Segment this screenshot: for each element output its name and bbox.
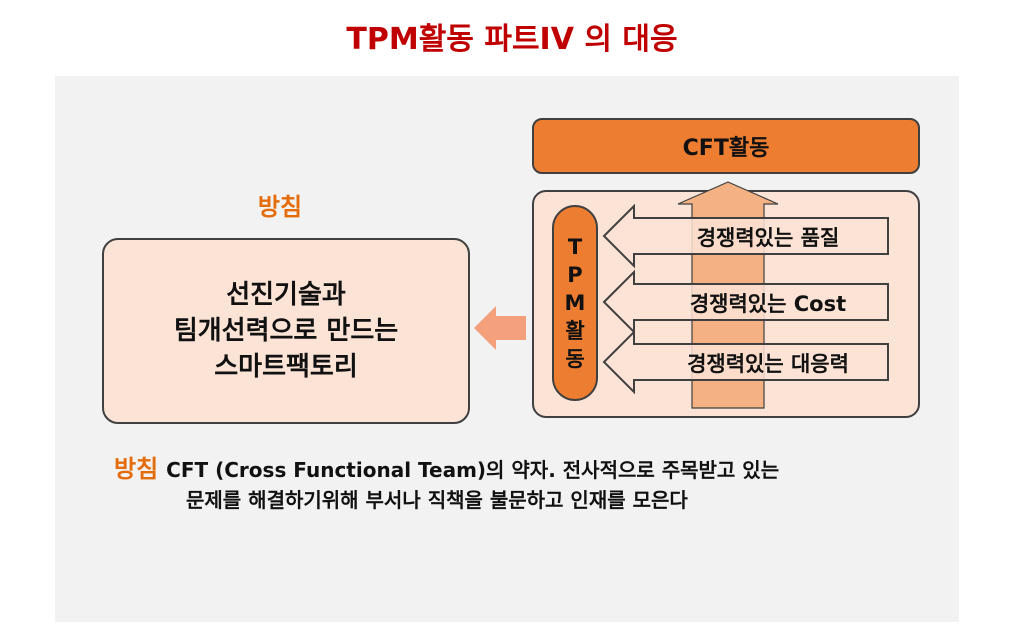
smart-factory-line-2: 팀개선력으로 만드는 — [173, 316, 399, 346]
row-label-quality: 경쟁력있는 품질 — [696, 226, 840, 250]
tpm-activity-pill: T P M 활 동 — [552, 205, 598, 401]
smart-factory-box: 선진기술과 팀개선력으로 만드는 스마트팩토리 — [102, 238, 470, 424]
tpm-letter-p: P — [567, 263, 583, 287]
page-title: TPM활동 파트IV 의 대응 — [346, 22, 678, 57]
policy-heading: 방침 — [257, 193, 303, 221]
row-label-cost: 경쟁력있는 Cost — [689, 292, 847, 316]
description-line-1: CFT (Cross Functional Team)의 약자. 전사적으로 주… — [166, 458, 780, 482]
row-arrow-cost-icon — [602, 269, 889, 335]
row-arrow-response-icon — [602, 329, 889, 395]
tpm-letter-m: M — [564, 291, 586, 315]
cft-activity-box: CFT활동 — [532, 118, 920, 174]
smart-factory-line-1: 선진기술과 — [226, 280, 346, 310]
left-arrow-icon — [474, 306, 526, 350]
smart-factory-line-3: 스마트팩토리 — [214, 352, 358, 382]
description-tag: 방침 — [114, 455, 159, 483]
tpm-letter-t: T — [567, 235, 583, 259]
tpm-char-hwal: 활 — [565, 319, 585, 343]
row-label-response: 경쟁력있는 대응력 — [687, 352, 849, 376]
row-arrow-quality-icon — [602, 203, 889, 269]
tpm-arrows-diagram — [602, 181, 889, 409]
description: 방침 CFT (Cross Functional Team)의 약자. 전사적으로… — [114, 454, 934, 515]
description-line-2: 문제를 해결하기위해 부서나 직책을 불문하고 인재를 모은다 — [186, 488, 688, 512]
tpm-char-dong: 동 — [565, 347, 585, 371]
